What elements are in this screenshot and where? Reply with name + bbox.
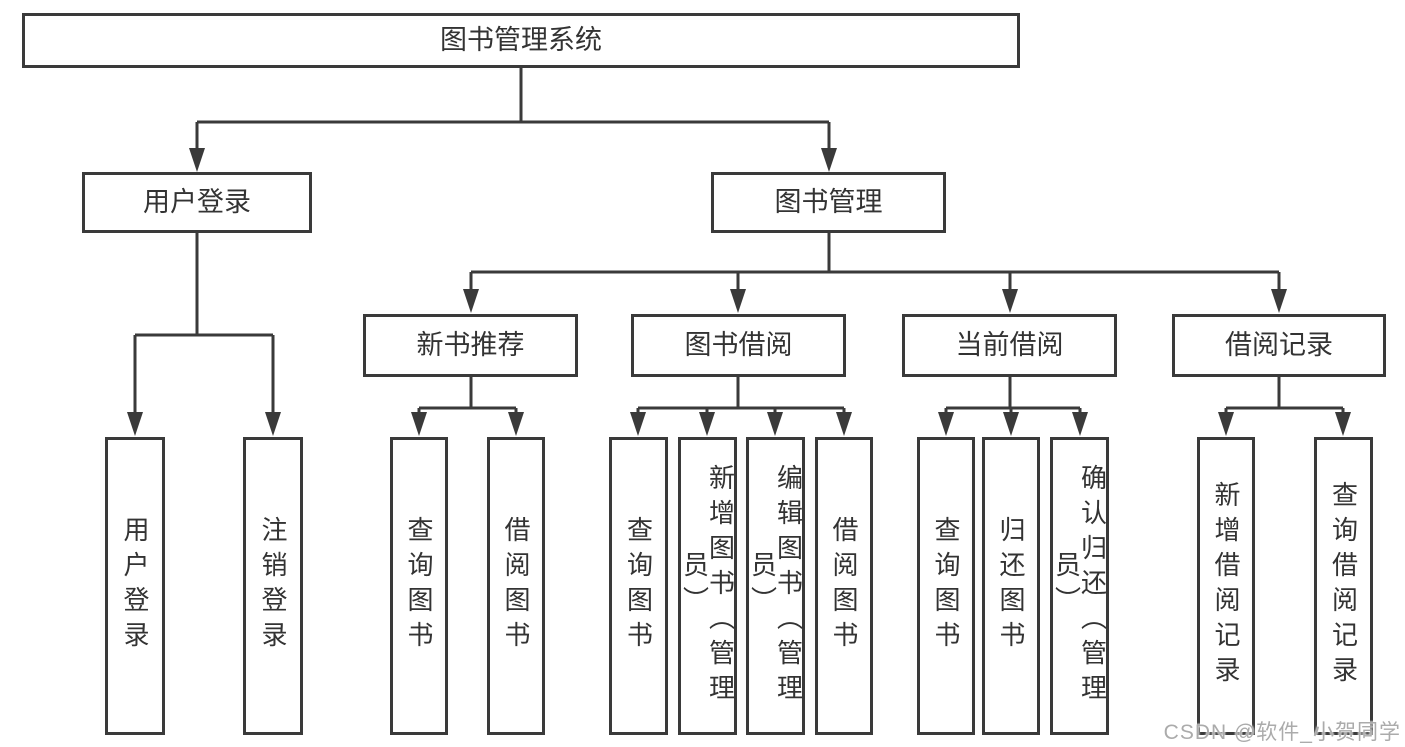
node-root-system: 图书管理系统 [22,13,1020,68]
leaf-current-query-books: 查询图书 [917,437,975,735]
leaf-recommend-borrow-books: 借阅图书 [487,437,545,735]
node-book-management: 图书管理 [711,172,946,233]
leaf-borrow-query-books: 查询图书 [609,437,668,735]
csdn-watermark: CSDN @软件_小贺同学 [1163,721,1401,744]
node-book-borrow: 图书借阅 [631,314,846,377]
node-current-borrow: 当前借阅 [902,314,1117,377]
leaf-edit-books-admin: 编辑图书（管理员） [746,437,805,735]
leaf-query-borrow-record: 查询借阅记录 [1314,437,1373,735]
leaf-confirm-return-admin: 确认归还（管理员） [1050,437,1109,735]
leaf-recommend-query-books: 查询图书 [390,437,448,735]
leaf-logout: 注销登录 [243,437,303,735]
leaf-borrow-books: 借阅图书 [815,437,873,735]
leaf-add-borrow-record: 新增借阅记录 [1197,437,1255,735]
node-new-book-recommend: 新书推荐 [363,314,578,377]
node-user-login: 用户登录 [82,172,312,233]
leaf-return-books: 归还图书 [982,437,1040,735]
leaf-user-login: 用户登录 [105,437,165,735]
leaf-add-books-admin: 新增图书（管理员） [678,437,737,735]
node-borrow-records: 借阅记录 [1172,314,1386,377]
